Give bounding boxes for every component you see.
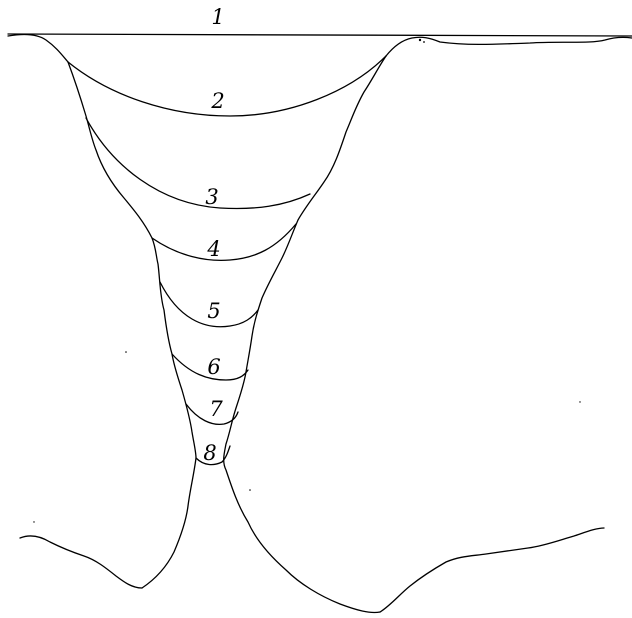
layer-4-label: 4 bbox=[206, 237, 220, 261]
layer-2-arc bbox=[68, 56, 386, 116]
field-speck bbox=[125, 351, 127, 353]
layer-1-surface-line bbox=[8, 34, 632, 36]
field-speck bbox=[33, 521, 34, 522]
field-speck bbox=[249, 489, 251, 491]
field-speck bbox=[579, 401, 580, 402]
layer-6-label: 6 bbox=[207, 355, 220, 379]
funnel-left-wall bbox=[68, 62, 196, 588]
rim-speck bbox=[419, 39, 421, 41]
layer-3-label: 3 bbox=[205, 185, 218, 209]
bottom-left-ground bbox=[20, 536, 142, 588]
layer-5-label: 5 bbox=[207, 299, 220, 323]
right-rim-outline bbox=[386, 37, 632, 56]
layer-8-label: 8 bbox=[203, 441, 216, 465]
rim-speck bbox=[423, 41, 425, 43]
left-rim-outline bbox=[8, 35, 68, 62]
funnel-right-wall bbox=[224, 56, 386, 613]
layer-3-arc bbox=[86, 118, 310, 208]
layer-2-label: 2 bbox=[210, 89, 224, 113]
layer-1-label: 1 bbox=[211, 5, 224, 29]
bottom-right-ground bbox=[380, 528, 604, 612]
layer-4-arc bbox=[152, 224, 296, 260]
layer-7-label: 7 bbox=[209, 397, 223, 421]
